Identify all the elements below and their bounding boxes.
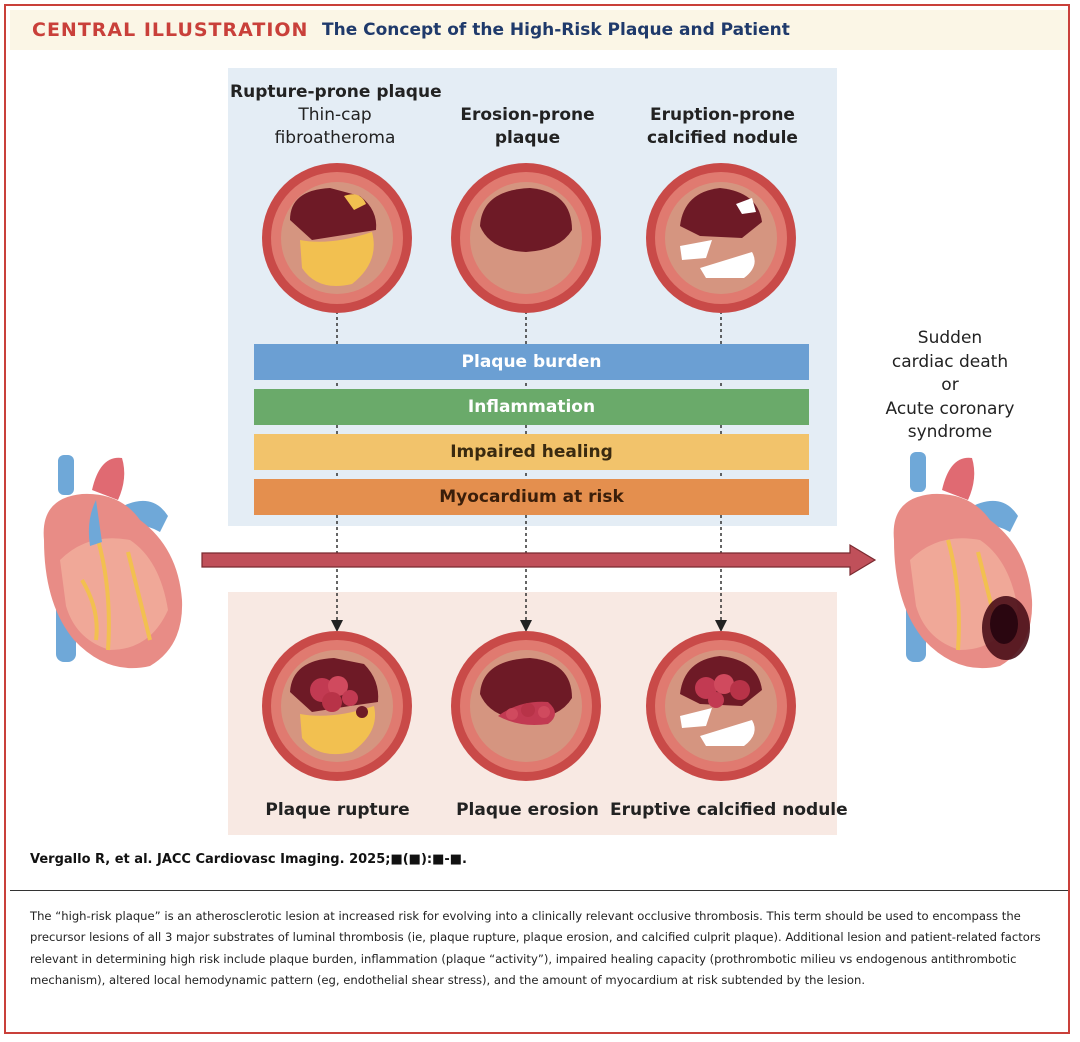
vessel-plaque-erosion: [451, 631, 601, 781]
clinical-outcome-label: Sudden cardiac death or Acute coronary s…: [880, 327, 1020, 445]
clinical-outcome-line1: Sudden: [917, 328, 983, 348]
thin-cap-line: Thin-cap: [298, 105, 372, 125]
outcome-eruptive-calcified-nodule: Eruptive calcified nodule: [610, 800, 848, 820]
erosion-prone-line2: plaque: [494, 128, 561, 148]
healthy-heart-illustration: [43, 455, 183, 669]
bar-plaque-burden: Plaque burden: [254, 344, 809, 380]
fibroatheroma-line: fibroatheroma: [274, 128, 396, 148]
bar-inflammation: Inflammation: [254, 389, 809, 425]
rupture-prone-title: Rupture-prone plaque: [230, 82, 442, 102]
eruption-prone-line1: Eruption-prone: [650, 105, 795, 125]
vessel-erosion-prone: [451, 163, 601, 313]
infarcted-heart-illustration: [893, 452, 1033, 669]
clinical-outcome-line3: or: [941, 375, 959, 395]
central-illustration-tag: CENTRAL ILLUSTRATION: [32, 19, 309, 41]
figure-frame: [4, 4, 1070, 1034]
erosion-prone-line1: Erosion-prone: [460, 105, 595, 125]
clinical-outcome-line4: Acute coronary: [885, 398, 1015, 419]
bar-impaired-healing: Impaired healing: [254, 434, 809, 470]
caption-divider: [10, 890, 1068, 891]
vessel-plaque-rupture: [262, 631, 412, 781]
outcome-plaque-rupture: Plaque rupture: [265, 800, 410, 820]
progression-arrow: [201, 543, 877, 577]
outcome-plaque-erosion: Plaque erosion: [456, 800, 599, 820]
vessel-thin-cap-fibroatheroma: [262, 163, 412, 313]
bar-myocardium-at-risk: Myocardium at risk: [254, 479, 809, 515]
vessel-eruptive-calcified-nodule: [646, 631, 796, 781]
clinical-outcome-line5: syndrome: [907, 422, 993, 442]
erosion-prone-label: Erosion-prone plaque: [440, 104, 615, 150]
vessel-calcified-nodule: [646, 163, 796, 313]
header-bar: CENTRAL ILLUSTRATION The Concept of the …: [10, 10, 1068, 50]
figure-caption: The “high-risk plaque” is an atheroscler…: [30, 909, 1041, 988]
eruption-prone-line2: calcified nodule: [647, 128, 798, 148]
eruption-prone-label: Eruption-prone calcified nodule: [625, 104, 820, 150]
figure-title: The Concept of the High-Risk Plaque and …: [322, 20, 790, 40]
clinical-outcome-line2: cardiac death: [891, 351, 1009, 372]
citation: Vergallo R, et al. JACC Cardiovasc Imagi…: [30, 852, 467, 867]
rupture-prone-label: Rupture-prone plaque Thin-cap fibroather…: [230, 81, 442, 150]
